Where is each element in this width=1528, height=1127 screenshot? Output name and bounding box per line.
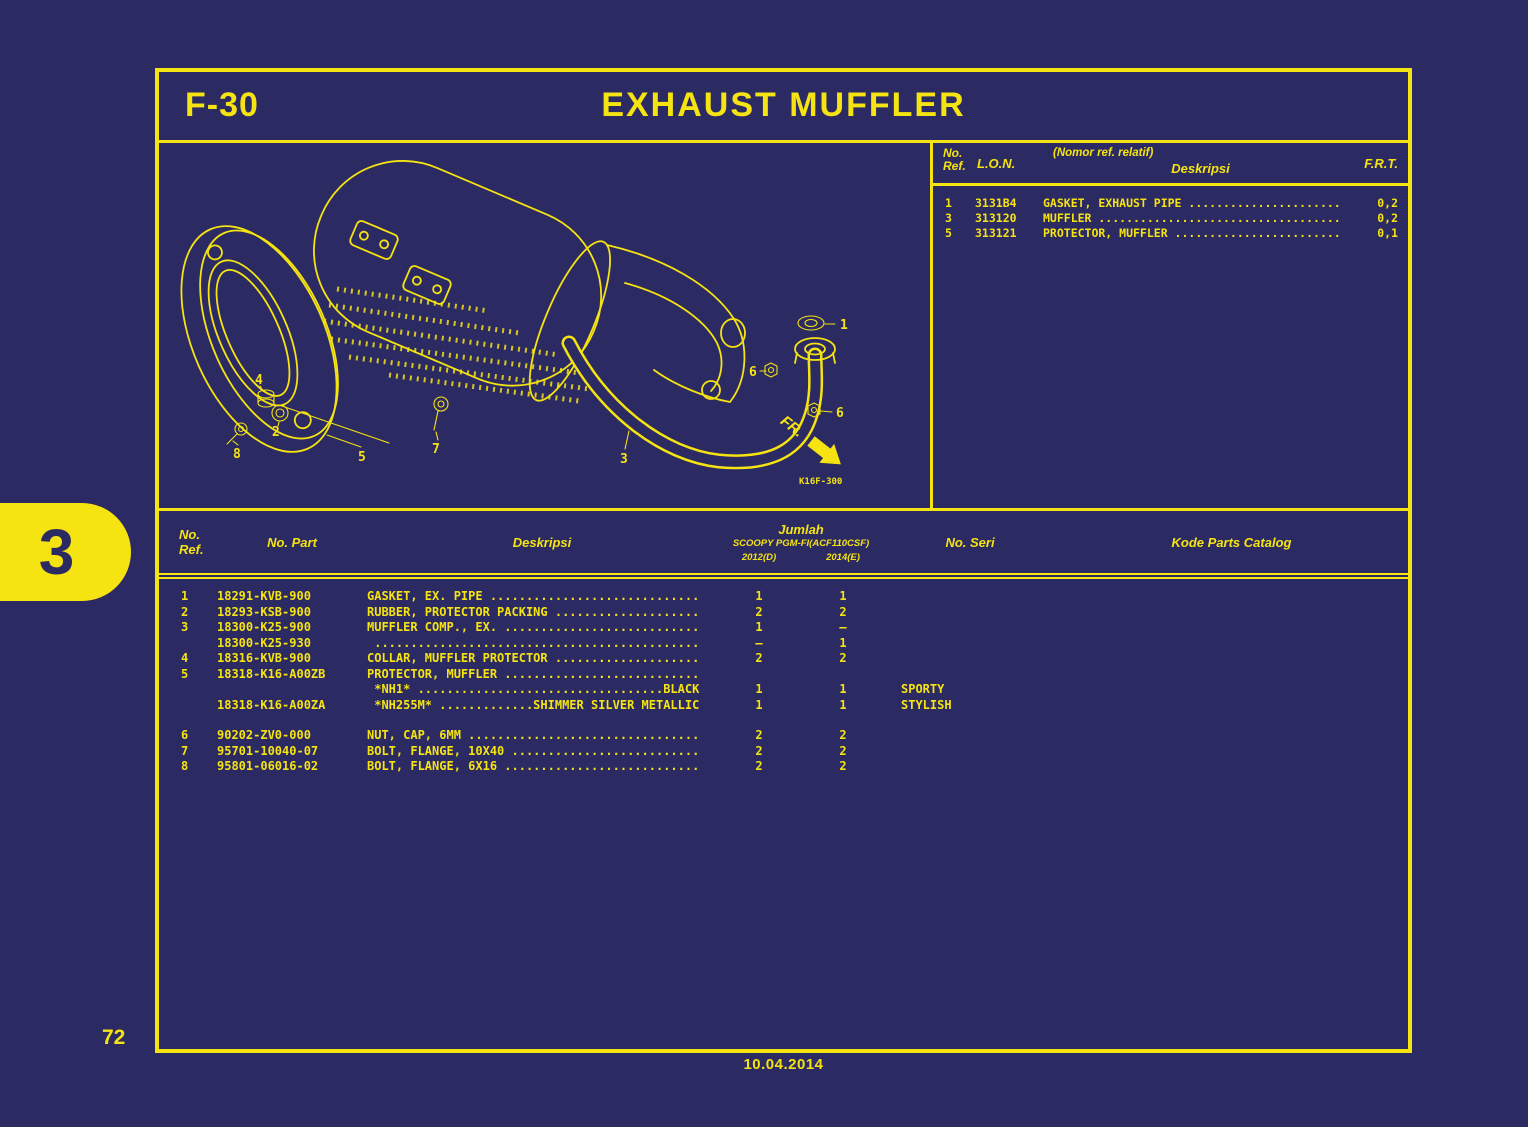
muffler-diagram-svg: 1 2 3 4 5 6 6 7 8 FR. K16F-300 [180,160,848,487]
table-row: 4 18316-KVB-900 COLLAR, MUFFLER PROTECTO… [181,651,847,665]
table-row: *NH1* ..................................… [367,682,945,696]
bolt-8-shape [226,422,248,445]
muffler-protector-shape [180,225,339,453]
table-row: 8 95801-06016-02 BOLT, FLANGE, 6X16 ....… [181,759,847,773]
callout-2: 2 [272,425,280,440]
table-row: 5 313121 PROTECTOR, MUFFLER ............… [945,226,1398,240]
ref-header-ref: Ref. [943,159,966,173]
nut-6a-shape [764,362,778,378]
header-divider-line-2 [159,577,1408,579]
diagram-code: K16F-300 [799,477,842,487]
table-row: 1 18291-KVB-900 GASKET, EX. PIPE .......… [181,589,847,603]
table-row: 2 18293-KSB-900 RUBBER, PROTECTOR PACKIN… [181,604,847,619]
callout-3: 3 [620,452,628,467]
nut-6b-shape [807,402,821,418]
muffler-body-shape [313,160,611,402]
parts-header-no-seri: No. Seri [945,534,995,550]
table-row: 18318-K16-A00ZA *NH255M* .............SH… [217,697,952,712]
collar-4-shape [257,389,275,408]
ref-table-panel: No. Ref. L.O.N. (Nomor ref. relatif) Des… [930,143,1408,508]
chapter-tab-number: 3 [38,516,75,588]
table-row: 1 3131B4 GASKET, EXHAUST PIPE ..........… [945,196,1398,210]
parts-header-2014: 2014(E) [826,551,860,563]
parts-header-2012: 2012(D) [741,551,777,563]
callout-7: 7 [432,442,440,457]
watermark-dots [323,286,590,404]
page-frame: F-30 EXHAUST MUFFLER [155,68,1412,1053]
chapter-tab: 3 [0,503,131,601]
section-code: F-30 [185,86,259,124]
parts-header-ref: Ref. [179,542,204,557]
page-number: 72 [102,1026,126,1049]
muffler-bracket-rear [402,265,452,305]
parts-header-jumlah: Jumlah [778,521,824,537]
ref-header-deskripsi: Deskripsi [1171,161,1230,176]
table-row: 3 313120 MUFFLER .......................… [945,211,1398,225]
callout-1: 1 [840,318,848,333]
parts-header-deskripsi: Deskripsi [512,534,572,550]
parts-header-no: No. [179,527,200,542]
table-row: 3 18300-K25-900 MUFFLER COMP., EX. .....… [181,620,847,634]
callout-6a: 6 [749,365,757,380]
callout-6b: 6 [836,406,844,421]
leader-lines [232,323,836,450]
exploded-diagram: 1 2 3 4 5 6 6 7 8 FR. K16F-300 [159,143,930,508]
ref-header-frt: F.R.T. [1364,156,1398,171]
ref-header-relatif: (Nomor ref. relatif) [1053,147,1154,159]
gasket-shape [797,315,825,331]
fr-arrow-head [807,436,841,465]
table-row: 6 90202-ZV0-000 NUT, CAP, 6MM ..........… [181,728,847,742]
upper-zone: 1 2 3 4 5 6 6 7 8 FR. K16F-300 [159,143,1408,511]
ref-table-rows: 1 3131B4 GASKET, EXHAUST PIPE ..........… [933,186,1408,241]
header-divider-line-1 [159,573,1408,575]
table-row: 5 18318-K16-A00ZB PROTECTOR, MUFFLER ...… [181,666,700,681]
title-bar: F-30 EXHAUST MUFFLER [159,72,1408,143]
parts-table-header: No. Ref. No. Part Deskripsi Jumlah SCOOP… [159,511,1408,573]
table-row: 18300-K25-930 ..........................… [217,635,847,650]
hanger-bracket-shape [606,244,746,403]
table-row: 7 95701-10040-07 BOLT, FLANGE, 10X40 ...… [181,743,847,758]
parts-table-rows: 1 18291-KVB-900 GASKET, EX. PIPE .......… [159,579,1408,775]
parts-header-no-part: No. Part [267,534,317,550]
callout-4: 4 [255,373,263,388]
ref-header-no: No. [943,146,963,160]
callout-5: 5 [358,450,366,465]
page-title: EXHAUST MUFFLER [601,86,966,124]
parts-header-kode: Kode Parts Catalog [1171,534,1292,550]
inlet-flange-shape [794,337,836,364]
callout-8: 8 [233,447,241,462]
footer-date: 10.04.2014 [743,1056,824,1073]
exhaust-pipe-shape [561,335,824,470]
ref-table-header: No. Ref. L.O.N. (Nomor ref. relatif) Des… [933,143,1408,186]
bolt-7-shape [433,396,449,431]
parts-header-model: SCOOPY PGM-FI(ACF110CSF) [732,537,870,549]
muffler-bracket-front [349,220,399,260]
ref-header-lon: L.O.N. [977,156,1016,171]
blank-row [159,713,1408,728]
